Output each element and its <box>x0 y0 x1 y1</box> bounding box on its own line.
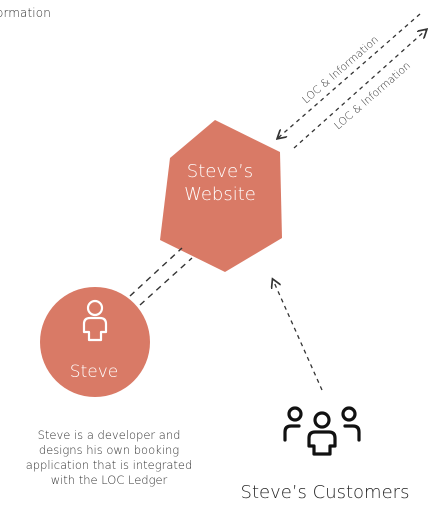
steve-website-line-2 <box>139 257 193 306</box>
loc-arrow-lower <box>293 30 426 149</box>
website-hexagon <box>160 120 282 272</box>
steve-website-line-1 <box>129 247 183 297</box>
website-label-line1: Steve’s <box>186 161 254 182</box>
steve-description-line: Steve is a developer and <box>37 428 181 442</box>
group-icon <box>283 406 361 456</box>
customers-label: Steve’s Customers <box>240 482 410 503</box>
steve-circle <box>40 287 150 397</box>
customers-website-arrow <box>273 280 323 391</box>
website-label: Steve’s Website <box>160 160 280 206</box>
steve-description-line: with the LOC Ledger <box>50 473 168 487</box>
steve-description: Steve is a developer and designs his own… <box>14 428 204 488</box>
website-label-line2: Website <box>184 184 256 205</box>
steve-label: Steve <box>69 362 119 382</box>
steve-description-line: application that is integrated <box>25 458 193 472</box>
person-icon <box>82 299 108 342</box>
top-cut-label: ormation <box>0 6 51 20</box>
steve-description-line: designs his own booking <box>38 443 180 457</box>
